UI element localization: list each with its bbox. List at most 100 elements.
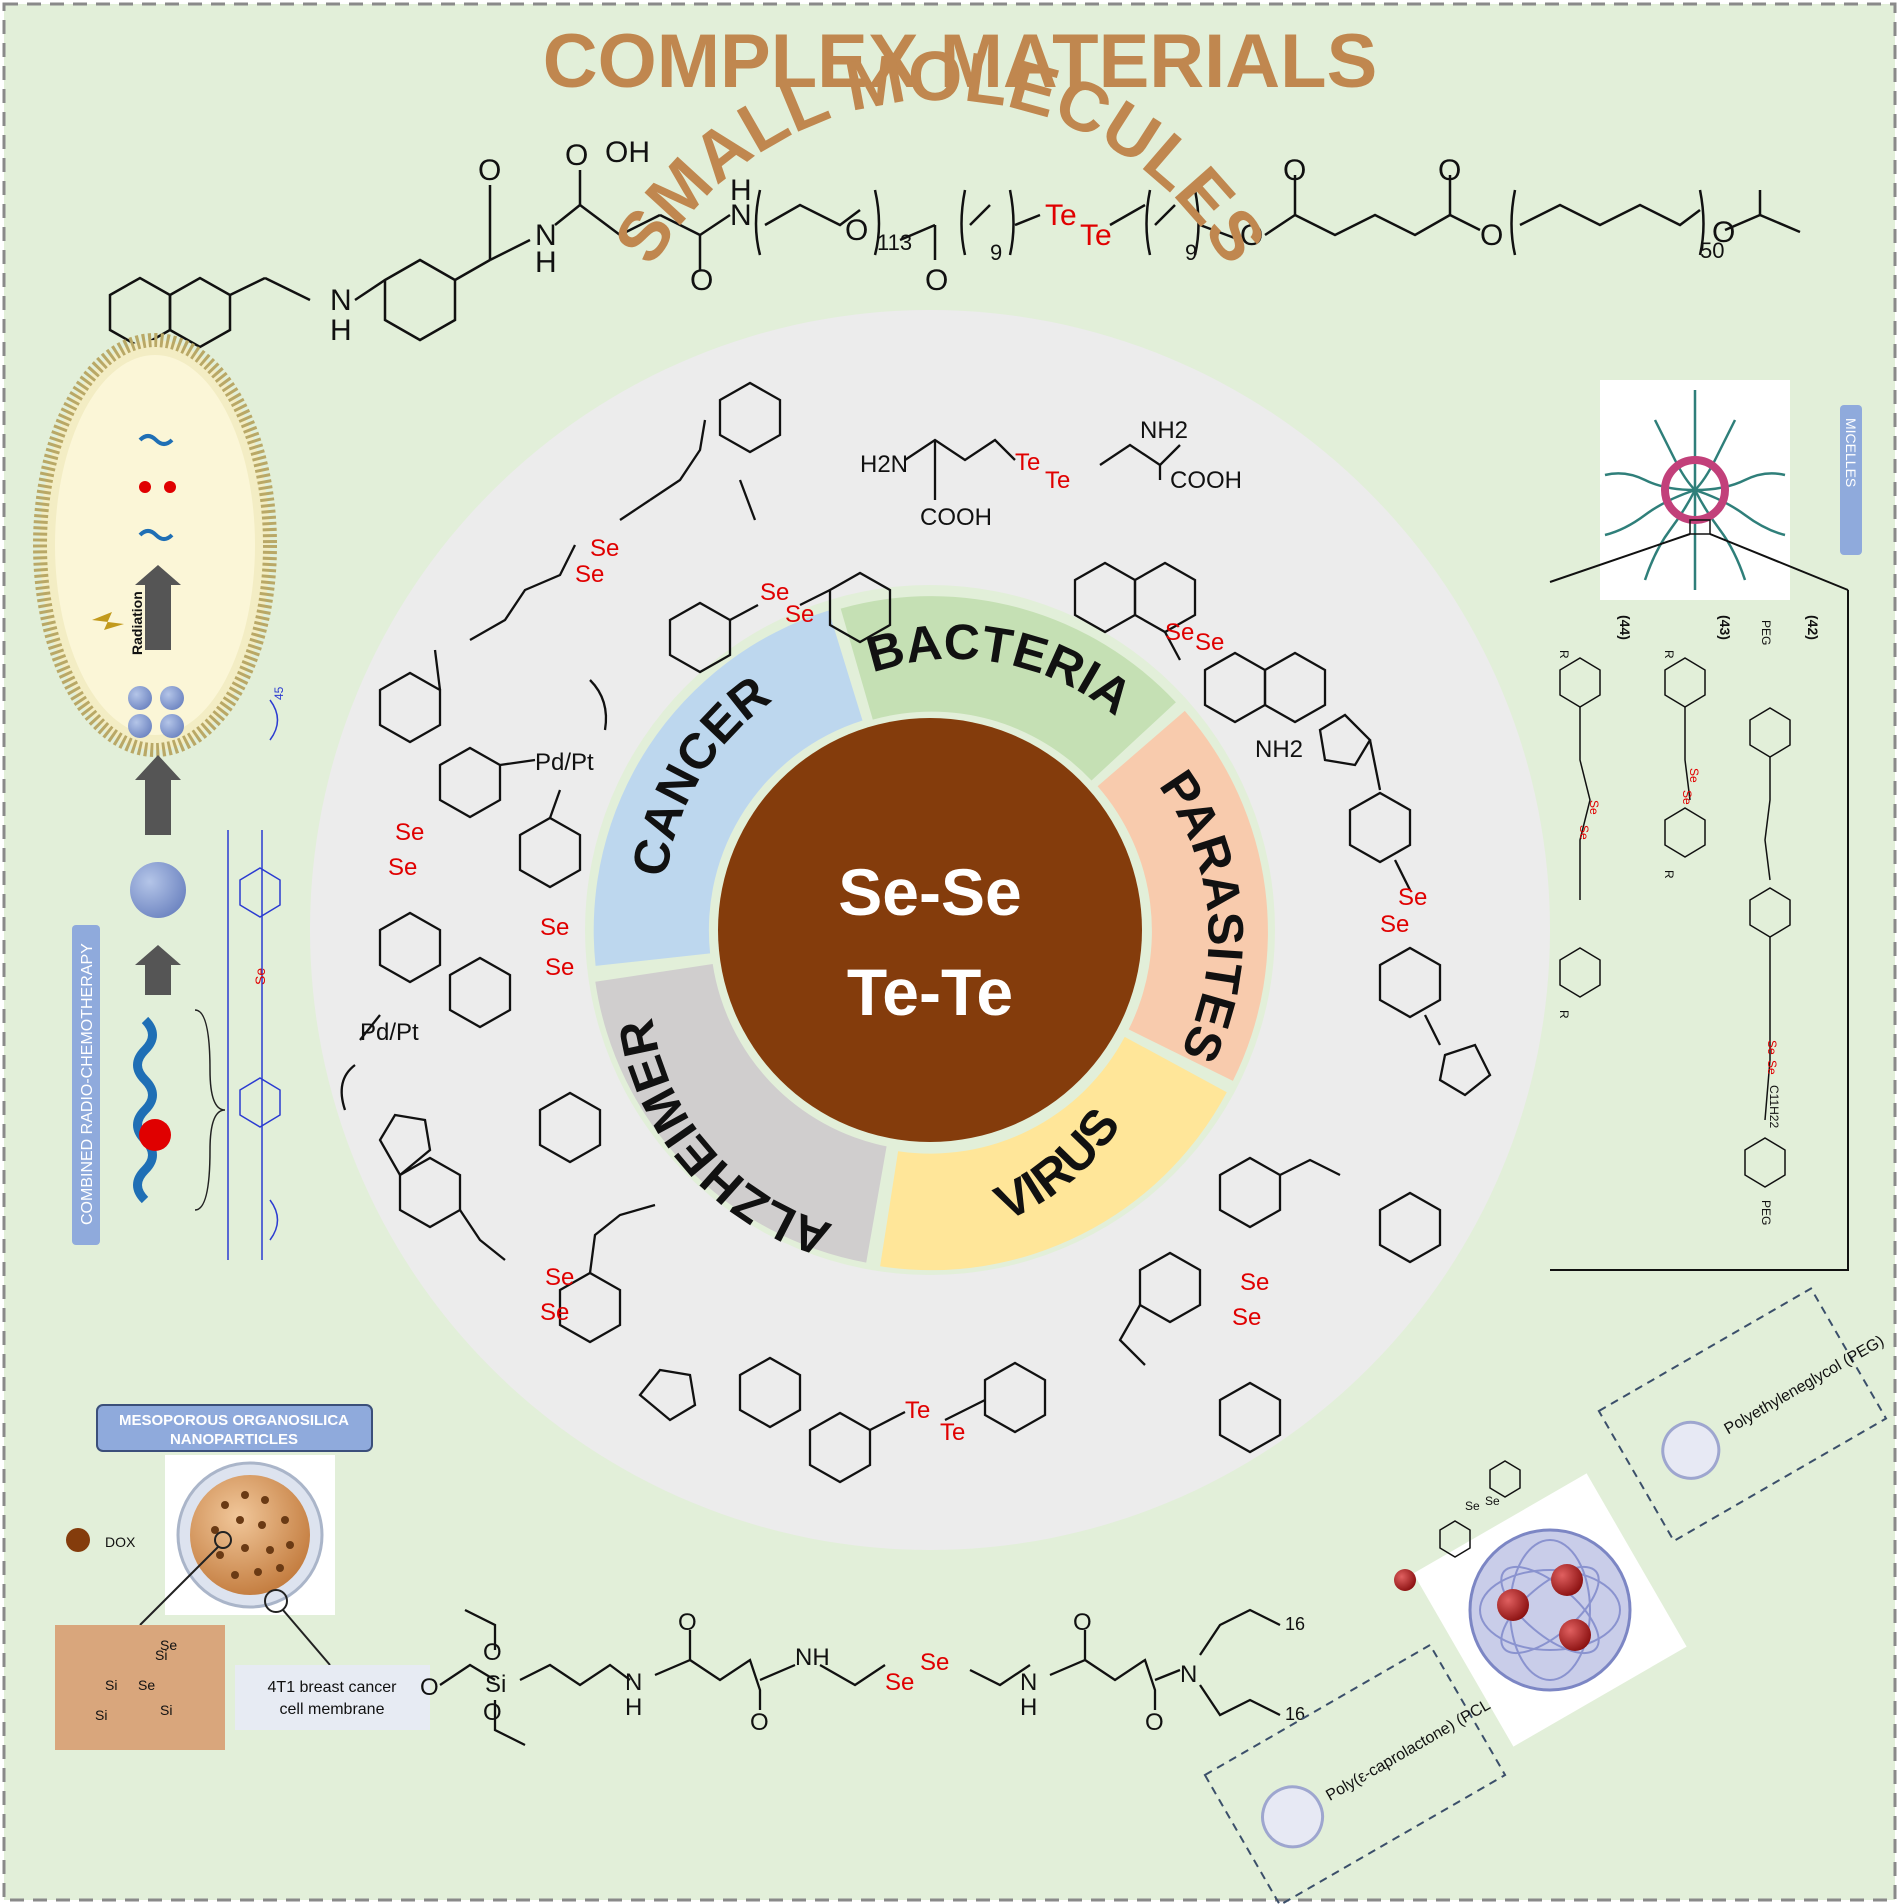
selenium-label: Se [388, 854, 417, 881]
atom-label: O [478, 154, 501, 187]
atom-label: H [1020, 1694, 1037, 1721]
organosilica-structure-box [55, 1625, 225, 1750]
atom-label: NH2 [1140, 417, 1188, 444]
selenium-label: Se [1687, 768, 1701, 783]
combined-radio-chemo-label: COMBINED RADIO-CHEMOTHERAPY [79, 943, 96, 1225]
selenium-label: Se [160, 1637, 177, 1653]
atom-label: N [535, 219, 557, 252]
atom-label: PEG [1759, 620, 1773, 645]
arrow-up [145, 580, 171, 650]
center-label-te-te: Te-Te [847, 955, 1013, 1029]
atom-label: O [1073, 1609, 1092, 1636]
atom-label: R [1557, 650, 1571, 659]
silane-diselenide-labels: O O Si O N H O O NH Se Se N H O O N 16 1… [420, 1609, 1305, 1736]
compound-44-label: (44) [1617, 615, 1633, 640]
dox-label: DOX [105, 1534, 136, 1550]
compound-43-label: (43) [1717, 615, 1733, 640]
title-complex-materials: COMPLEX MATERIALS [543, 19, 1378, 104]
atom-label: O [420, 1674, 439, 1701]
tellurium-label: Te [1045, 199, 1077, 232]
selenium-label: Se [1577, 825, 1591, 840]
center-label-se-se: Se-Se [838, 855, 1021, 929]
selenium-label: Se [540, 1299, 569, 1326]
selenium-label: Se [1765, 1040, 1779, 1055]
atom-label: N [330, 284, 352, 317]
segment-bacteria [840, 596, 1176, 781]
selenium-label: Se [1195, 629, 1224, 656]
selenium-label: Se [545, 954, 574, 981]
repeat-index: 50 [1700, 238, 1724, 263]
silane-diselenide-bonds [439, 1608, 1281, 1747]
atom-label: N [730, 199, 752, 232]
atom-label: C11H22 [1767, 1085, 1781, 1128]
atom-label: N [625, 1669, 642, 1696]
small-molecule-bonds [340, 381, 1492, 1484]
atom-label: N [1180, 1661, 1197, 1688]
repeat-index: 16 [1285, 1704, 1305, 1724]
mesoporous-label-line1: MESOPOROUS ORGANOSILICA [119, 1412, 349, 1429]
micelles-panel: MICELLES (42) (43) (44) Se Se Se Se Se S… [1549, 380, 1862, 1271]
atom-label: O [1240, 219, 1263, 252]
combined-label-box [72, 925, 100, 1245]
atom-label: H [330, 314, 352, 347]
atom-label: O [1283, 154, 1306, 187]
selenium-label: Se [1232, 1304, 1261, 1331]
repeat-index: 45 [272, 686, 286, 700]
atom-label: O [483, 1639, 502, 1666]
atom-label: H2N [860, 451, 908, 478]
atom-label: Si [105, 1677, 117, 1693]
metal-label: Pd/Pt [535, 749, 594, 776]
segment-alzheimer [595, 964, 887, 1263]
membrane-label-line1: 4T1 breast cancer [268, 1679, 398, 1696]
selenium-label: Se [545, 1264, 574, 1291]
atom-label: R [1662, 870, 1676, 879]
atom-label: PEG [1759, 1200, 1773, 1225]
micelles-label-box [1840, 405, 1862, 555]
selenium-label: Se [1587, 800, 1601, 815]
segment-virus [880, 1036, 1227, 1271]
segment-parasites [1097, 710, 1268, 1081]
atom-label: O [483, 1699, 502, 1726]
repeat-index: 9 [1185, 240, 1197, 265]
drug-ball [1394, 1569, 1416, 1591]
pcl-box [1203, 1643, 1507, 1904]
atom-label: OH [605, 136, 650, 169]
selenium-label: Se [1165, 619, 1194, 646]
atom-label: COOH [1170, 467, 1242, 494]
atom-label: O [1438, 154, 1461, 187]
tellurium-label: Te [1045, 467, 1070, 494]
membrane-label-box [235, 1665, 430, 1730]
atom-label: R [1557, 1010, 1571, 1019]
atom-label: N [1020, 1669, 1037, 1696]
atom-label: O [565, 139, 588, 172]
atom-label: NH [795, 1644, 830, 1671]
selenium-label: Se [920, 1649, 949, 1676]
selenium-label: Se [252, 968, 268, 985]
atom-label: O [750, 1709, 769, 1736]
atom-label: R [1662, 650, 1676, 659]
selenium-label: Se [760, 579, 789, 606]
radiation-label: Radiation [129, 591, 145, 655]
atom-label: O [925, 264, 948, 297]
selenium-label: Se [395, 819, 424, 846]
repeat-index: 113 [877, 230, 912, 255]
disease-segments [593, 596, 1268, 1271]
atom-label: O [1480, 219, 1503, 252]
tellurium-label: Te [1080, 219, 1112, 252]
selenium-label: Se [1398, 884, 1427, 911]
segment-cancer [593, 610, 863, 966]
repeat-index: 9 [990, 240, 1002, 265]
tellurium-label: Te [1015, 449, 1040, 476]
selenium-label: Se [1465, 1499, 1480, 1513]
atom-label: O [678, 1609, 697, 1636]
atom-label: COOH [920, 504, 992, 531]
selenium-label: Se [1240, 1269, 1269, 1296]
atom-label: O [1712, 216, 1735, 249]
radio-chemotherapy-panel: Radiation COMBINED RADIO-CHEMOTHERAPY Se… [33, 333, 286, 1260]
selenium-label: Se [540, 914, 569, 941]
selenium-label: Se [138, 1677, 155, 1693]
atom-label: O [845, 214, 868, 247]
membrane-label-line2: cell membrane [280, 1701, 385, 1718]
